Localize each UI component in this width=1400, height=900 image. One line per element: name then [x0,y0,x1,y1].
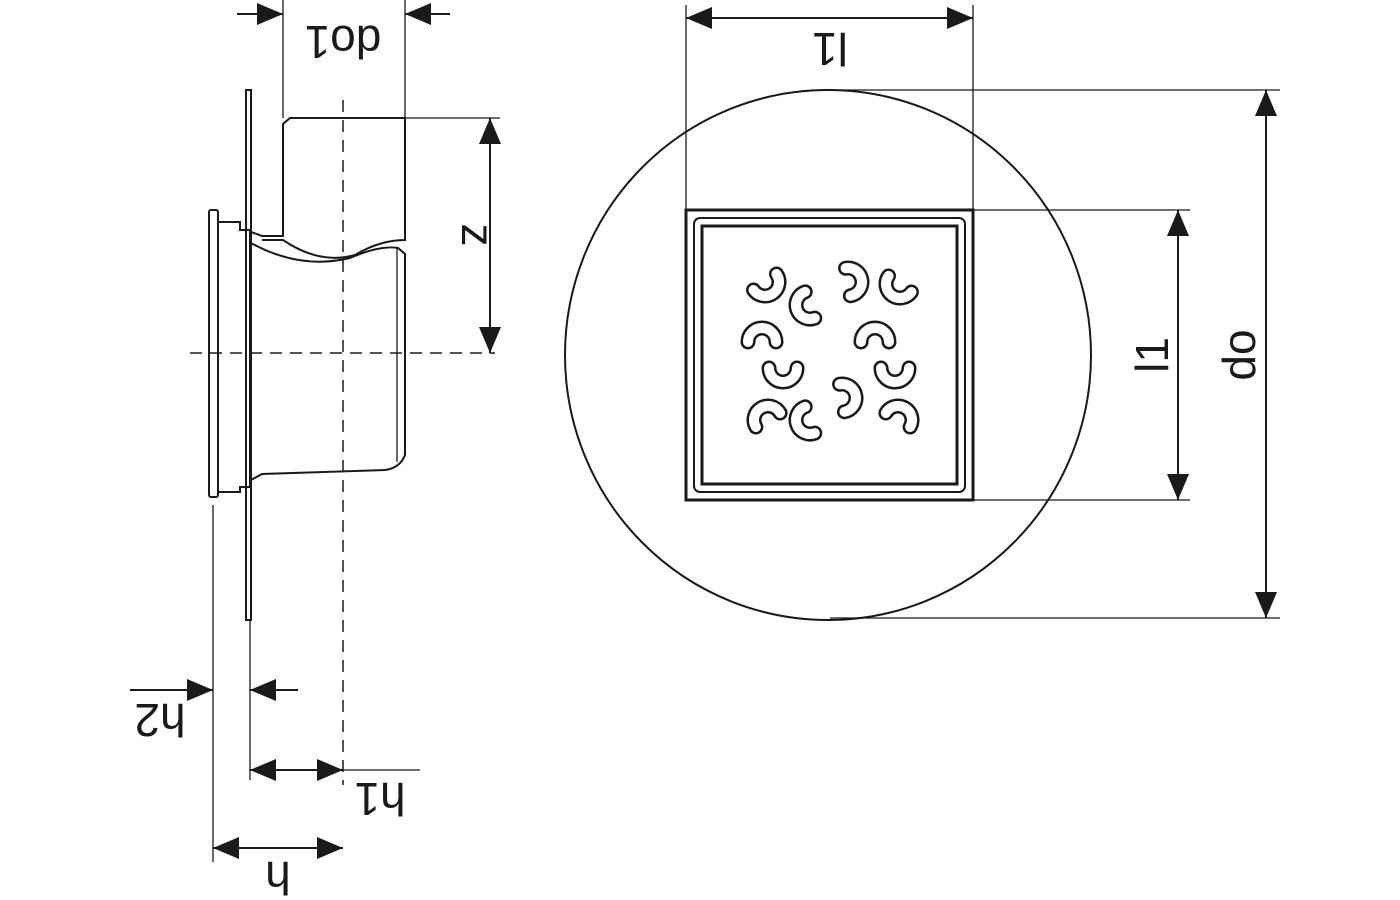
dimension-l1-top: l1 [685,5,974,210]
grate-rim [693,217,966,493]
grate-inner [700,224,959,486]
outlet-pipe [250,117,406,259]
dimension-z: z [405,117,504,353]
label-l1-side: l1 [1126,337,1178,373]
label-h2: h2 [134,694,185,746]
dimension-h2: h2 [130,505,298,862]
grate-slot [743,323,781,347]
dimension-h: h [213,837,343,900]
dimension-do1: do1 [237,0,450,118]
grate-slot [764,363,802,387]
label-l1-top: l1 [812,23,848,75]
round-flange-outline [564,89,1092,621]
grate-slot [791,286,820,324]
grate-slot [881,270,917,303]
grate-frame [684,208,975,502]
label-h: h [265,852,291,900]
grate-slots [740,260,920,442]
grate-slot [840,263,867,301]
grate-slot [791,401,820,439]
flange-ring [217,221,251,493]
side-view: do1 z h2 h1 h [130,0,504,900]
grate-slot [880,401,917,432]
grate-slot [856,323,894,347]
dimension-do: do [830,89,1280,619]
grate-slot [749,401,786,432]
label-do: do [1213,329,1265,380]
label-do1: do1 [305,16,382,68]
grate-slot [748,268,784,301]
dimension-h1: h1 [250,759,420,825]
dimension-l1-side: l1 [973,209,1190,501]
body-housing [250,242,406,481]
grate-slot [834,379,861,417]
grate-slot [876,363,914,387]
label-z: z [452,224,504,247]
top-view: l1 l1 do [564,5,1280,621]
label-h1: h1 [354,773,405,825]
